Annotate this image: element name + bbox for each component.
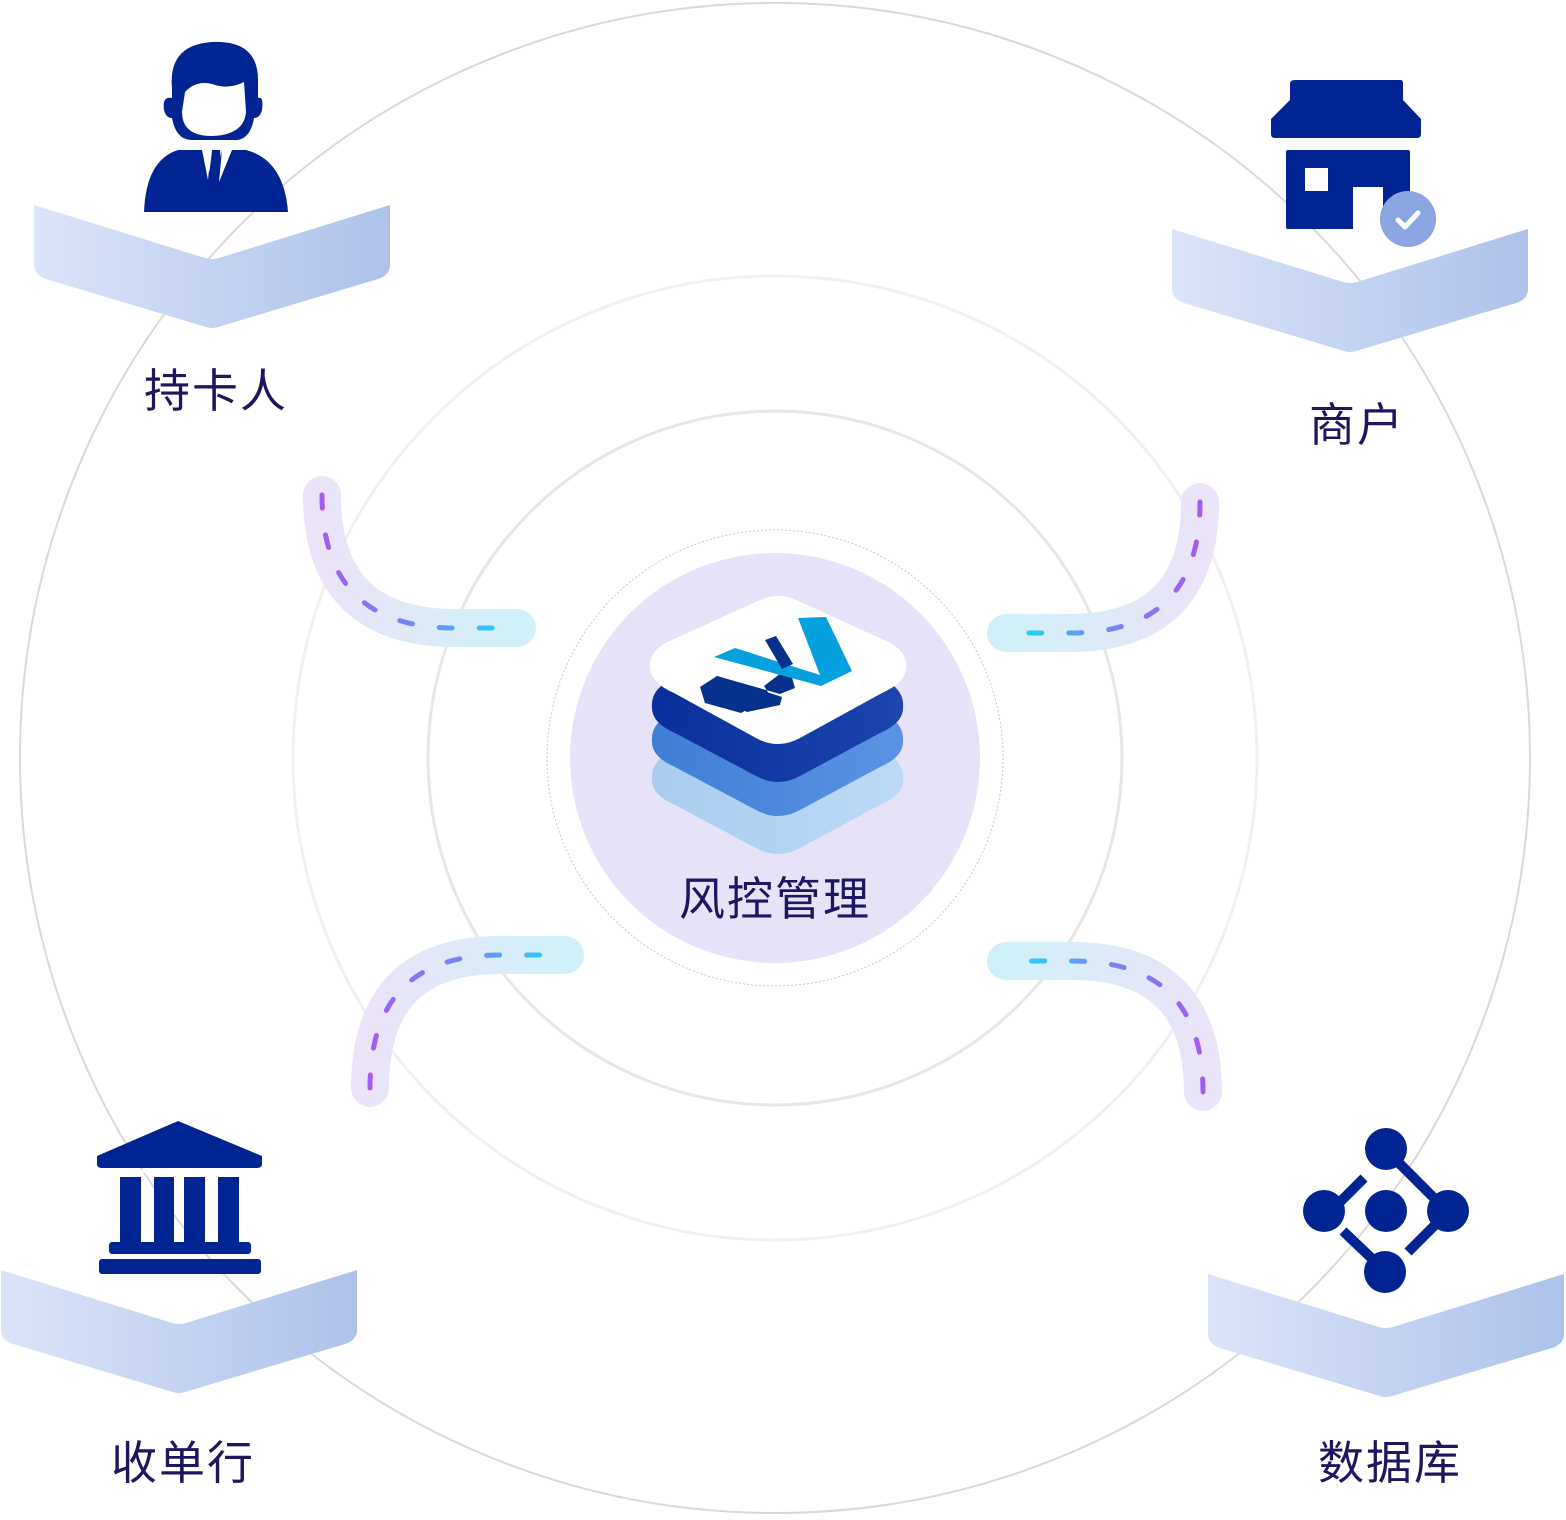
bank-icon <box>97 1121 262 1274</box>
connector-cardholder <box>303 476 536 647</box>
pedestal-cardholder <box>34 205 390 328</box>
pedestal-acquirer <box>1 1270 357 1393</box>
node-label-acquirer: 收单行 <box>111 1436 255 1490</box>
connector-database <box>987 942 1222 1111</box>
connector-merchant <box>987 483 1219 652</box>
layered-stack-logo-icon <box>649 596 907 854</box>
connector-acquirer <box>351 936 584 1107</box>
node-label-merchant: 商户 <box>1309 398 1405 452</box>
network-nodes-icon <box>1303 1128 1469 1293</box>
person-icon <box>144 41 288 212</box>
node-label-cardholder: 持卡人 <box>144 364 288 418</box>
store-verified-icon <box>1271 80 1436 247</box>
pedestal-database <box>1208 1274 1564 1397</box>
center-label: 风控管理 <box>679 872 871 926</box>
node-label-database: 数据库 <box>1318 1436 1462 1490</box>
concentric-rings <box>19 2 1531 1514</box>
pedestal-merchant <box>1172 229 1528 352</box>
